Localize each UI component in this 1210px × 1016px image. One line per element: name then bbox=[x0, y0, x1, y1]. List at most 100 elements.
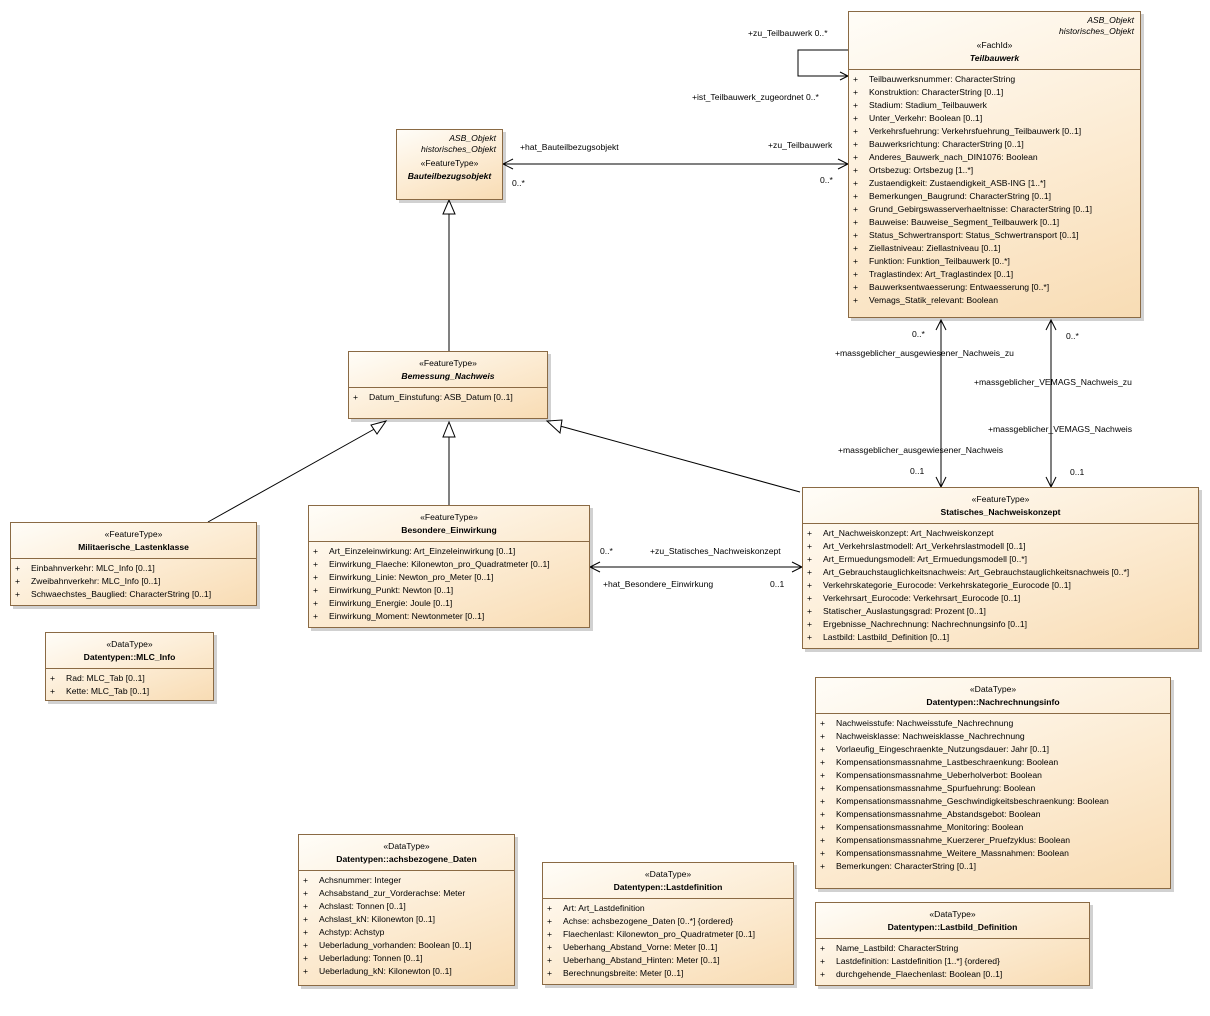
attribute-row[interactable]: +Name_Lastbild: CharacterString bbox=[820, 942, 1085, 955]
attribute-row[interactable]: +Lastdefinition: Lastdefinition [1..*] {… bbox=[820, 955, 1085, 968]
attribute-row[interactable]: +Kompensationsmassnahme_Monitoring: Bool… bbox=[820, 821, 1166, 834]
attribute-row[interactable]: +Verkehrsfuehrung: Verkehrsfuehrung_Teil… bbox=[853, 125, 1136, 138]
class-bauteilbezugsobjekt[interactable]: ASB_Objekt historisches_Objekt «FeatureT… bbox=[396, 129, 503, 200]
attribute-row[interactable]: +Ueberladung: Tonnen [0..1] bbox=[303, 952, 510, 965]
attribute-row[interactable]: +Achstyp: Achstyp bbox=[303, 926, 510, 939]
attribute-row[interactable]: +Ziellastniveau: Ziellastniveau [0..1] bbox=[853, 242, 1136, 255]
attribute-row[interactable]: +Einwirkung_Punkt: Newton [0..1] bbox=[313, 584, 585, 597]
class-teilbauwerk[interactable]: ASB_Objekt historisches_Objekt «FachId» … bbox=[848, 11, 1141, 318]
attribute-row[interactable]: +Art: Art_Lastdefinition bbox=[547, 902, 789, 915]
attribute-row[interactable]: +Grund_Gebirgswasserverhaeltnisse: Chara… bbox=[853, 203, 1136, 216]
attribute-row[interactable]: +Bauwerksrichtung: CharacterString [0..1… bbox=[853, 138, 1136, 151]
attribute-row[interactable]: +Bauweise: Bauweise_Segment_Teilbauwerk … bbox=[853, 216, 1136, 229]
attribute-text: Lastdefinition: Lastdefinition [1..*] {o… bbox=[836, 956, 1000, 966]
attribute-row[interactable]: +Kompensationsmassnahme_Spurfuehrung: Bo… bbox=[820, 782, 1166, 795]
attribute-row[interactable]: +Funktion: Funktion_Teilbauwerk [0..*] bbox=[853, 255, 1136, 268]
attribute-row[interactable]: +Verkehrsart_Eurocode: Verkehrsart_Euroc… bbox=[807, 592, 1194, 605]
attribute-text: Ortsbezug: Ortsbezug [1..*] bbox=[869, 165, 974, 175]
self-association-teilbauwerk[interactable] bbox=[797, 49, 848, 77]
attribute-row[interactable]: +Kompensationsmassnahme_Weitere_Massnahm… bbox=[820, 847, 1166, 860]
visibility-marker: + bbox=[547, 903, 553, 913]
attribute-row[interactable]: +Ueberladung_vorhanden: Boolean [0..1] bbox=[303, 939, 510, 952]
attribute-row[interactable]: +Berechnungsbreite: Meter [0..1] bbox=[547, 967, 789, 980]
attribute-row[interactable]: +Kompensationsmassnahme_Kuerzerer_Pruefz… bbox=[820, 834, 1166, 847]
attribute-row[interactable]: +Bauwerksentwaesserung: Entwaesserung [0… bbox=[853, 281, 1136, 294]
attribute-row[interactable]: +Einwirkung_Moment: Newtonmeter [0..1] bbox=[313, 610, 585, 623]
attribute-row[interactable]: +Ortsbezug: Ortsbezug [1..*] bbox=[853, 164, 1136, 177]
attribute-row[interactable]: +Ueberhang_Abstand_Hinten: Meter [0..1] bbox=[547, 954, 789, 967]
attribute-row[interactable]: +Konstruktion: CharacterString [0..1] bbox=[853, 86, 1136, 99]
attribute-row[interactable]: +Bemerkungen_Baugrund: CharacterString [… bbox=[853, 190, 1136, 203]
attribute-row[interactable]: +Kette: MLC_Tab [0..1] bbox=[50, 685, 209, 698]
datatype-nachrechnungsinfo[interactable]: «DataType» Datentypen::Nachrechnungsinfo… bbox=[815, 677, 1171, 889]
class-besondere-einwirkung[interactable]: «FeatureType» Besondere_Einwirkung +Art_… bbox=[308, 505, 590, 628]
class-name: Bemessung_Nachweis bbox=[401, 371, 495, 381]
attribute-row[interactable]: +Kompensationsmassnahme_Geschwindigkeits… bbox=[820, 795, 1166, 808]
attribute-row[interactable]: +Unter_Verkehr: Boolean [0..1] bbox=[853, 112, 1136, 125]
attribute-row[interactable]: +Datum_Einstufung: ASB_Datum [0..1] bbox=[353, 391, 543, 404]
attribute-row[interactable]: +Nachweisklasse: Nachweisklasse_Nachrech… bbox=[820, 730, 1166, 743]
attribute-row[interactable]: +Art_Ermuedungsmodell: Art_Ermuedungsmod… bbox=[807, 553, 1194, 566]
attribute-text: Ergebnisse_Nachrechnung: Nachrechnungsin… bbox=[823, 619, 1027, 629]
class-statisches-nachweiskonzept[interactable]: «FeatureType» Statisches_Nachweiskonzept… bbox=[802, 487, 1199, 649]
attribute-row[interactable]: +Vemags_Statik_relevant: Boolean bbox=[853, 294, 1136, 307]
attribute-row[interactable]: +Traglastindex: Art_Traglastindex [0..1] bbox=[853, 268, 1136, 281]
attribute-text: Ueberhang_Abstand_Vorne: Meter [0..1] bbox=[563, 942, 718, 952]
datatype-lastbild-definition[interactable]: «DataType» Datentypen::Lastbild_Definiti… bbox=[815, 902, 1090, 986]
attribute-row[interactable]: +Achslast_kN: Kilonewton [0..1] bbox=[303, 913, 510, 926]
attribute-row[interactable]: +Einwirkung_Energie: Joule [0..1] bbox=[313, 597, 585, 610]
attribute-row[interactable]: +Flaechenlast: Kilonewton_pro_Quadratmet… bbox=[547, 928, 789, 941]
attribute-row[interactable]: +Art_Gebrauchstauglichkeitsnachweis: Art… bbox=[807, 566, 1194, 579]
attribute-row[interactable]: +Einwirkung_Flaeche: Kilonewton_pro_Quad… bbox=[313, 558, 585, 571]
attribute-row[interactable]: +Bemerkungen: CharacterString [0..1] bbox=[820, 860, 1166, 873]
attribute-row[interactable]: +Zweibahnverkehr: MLC_Info [0..1] bbox=[15, 575, 252, 588]
attribute-text: Bauweise: Bauweise_Segment_Teilbauwerk [… bbox=[869, 217, 1060, 227]
attribute-row[interactable]: +Vorlaeufig_Eingeschraenkte_Nutzungsdaue… bbox=[820, 743, 1166, 756]
attribute-row[interactable]: +Art_Nachweiskonzept: Art_Nachweiskonzep… bbox=[807, 527, 1194, 540]
attribute-row[interactable]: +Teilbauwerksnummer: CharacterString bbox=[853, 73, 1136, 86]
attribute-row[interactable]: +Verkehrskategorie_Eurocode: Verkehrskat… bbox=[807, 579, 1194, 592]
class-bemessung-nachweis[interactable]: «FeatureType» Bemessung_Nachweis +Datum_… bbox=[348, 351, 548, 419]
attribute-row[interactable]: +Art_Einzeleinwirkung: Art_Einzeleinwirk… bbox=[313, 545, 585, 558]
attribute-row[interactable]: +Zustaendigkeit: Zustaendigkeit_ASB-ING … bbox=[853, 177, 1136, 190]
attribute-text: Flaechenlast: Kilonewton_pro_Quadratmete… bbox=[563, 929, 756, 939]
attribute-row[interactable]: +Kompensationsmassnahme_Lastbeschraenkun… bbox=[820, 756, 1166, 769]
visibility-marker: + bbox=[50, 686, 56, 696]
attribute-row[interactable]: +Schwaechstes_Bauglied: CharacterString … bbox=[15, 588, 252, 601]
stereotype: «FeatureType» bbox=[971, 494, 1030, 504]
attribute-text: durchgehende_Flaechenlast: Boolean [0..1… bbox=[836, 969, 1003, 979]
attribute-row[interactable]: +Achslast: Tonnen [0..1] bbox=[303, 900, 510, 913]
tagged-value: historisches_Objekt bbox=[421, 144, 496, 154]
attribute-row[interactable]: +Kompensationsmassnahme_Ueberholverbot: … bbox=[820, 769, 1166, 782]
attribute-row[interactable]: +Anderes_Bauwerk_nach_DIN1076: Boolean bbox=[853, 151, 1136, 164]
attribute-row[interactable]: +Einbahnverkehr: MLC_Info [0..1] bbox=[15, 562, 252, 575]
attribute-row[interactable]: +Achse: achsbezogene_Daten [0..*] {order… bbox=[547, 915, 789, 928]
attribute-row[interactable]: +Lastbild: Lastbild_Definition [0..1] bbox=[807, 631, 1194, 644]
datatype-mlc-info[interactable]: «DataType» Datentypen::MLC_Info +Rad: ML… bbox=[45, 632, 214, 701]
generalization-militaerische[interactable] bbox=[207, 426, 379, 523]
attribute-row[interactable]: +Nachweisstufe: Nachweisstufe_Nachrechnu… bbox=[820, 717, 1166, 730]
attribute-row[interactable]: +Ueberhang_Abstand_Vorne: Meter [0..1] bbox=[547, 941, 789, 954]
class-militaerische-lastenklasse[interactable]: «FeatureType» Militaerische_Lastenklasse… bbox=[10, 522, 257, 606]
attribute-row[interactable]: +Einwirkung_Linie: Newton_pro_Meter [0..… bbox=[313, 571, 585, 584]
attribute-text: Verkehrsart_Eurocode: Verkehrsart_Euroco… bbox=[823, 593, 1021, 603]
attribute-row[interactable]: +Art_Verkehrslastmodell: Art_Verkehrslas… bbox=[807, 540, 1194, 553]
attribute-row[interactable]: +Stadium: Stadium_Teilbauwerk bbox=[853, 99, 1136, 112]
attribute-text: Art_Nachweiskonzept: Art_Nachweiskonzept bbox=[823, 528, 994, 538]
attribute-text: Funktion: Funktion_Teilbauwerk [0..*] bbox=[869, 256, 1010, 266]
visibility-marker: + bbox=[807, 541, 813, 551]
generalization-statisches[interactable] bbox=[559, 425, 801, 493]
attribute-row[interactable]: +Statischer_Auslastungsgrad: Prozent [0.… bbox=[807, 605, 1194, 618]
visibility-marker: + bbox=[807, 632, 813, 642]
attribute-text: Einbahnverkehr: MLC_Info [0..1] bbox=[31, 563, 155, 573]
attribute-row[interactable]: +Achsabstand_zur_Vorderachse: Meter bbox=[303, 887, 510, 900]
attribute-row[interactable]: +Achsnummer: Integer bbox=[303, 874, 510, 887]
attribute-row[interactable]: +Ergebnisse_Nachrechnung: Nachrechnungsi… bbox=[807, 618, 1194, 631]
datatype-lastdefinition[interactable]: «DataType» Datentypen::Lastdefinition +A… bbox=[542, 862, 794, 985]
attribute-row[interactable]: +durchgehende_Flaechenlast: Boolean [0..… bbox=[820, 968, 1085, 981]
attribute-row[interactable]: +Kompensationsmassnahme_Abstandsgebot: B… bbox=[820, 808, 1166, 821]
attribute-row[interactable]: +Ueberladung_kN: Kilonewton [0..1] bbox=[303, 965, 510, 978]
attribute-row[interactable]: +Rad: MLC_Tab [0..1] bbox=[50, 672, 209, 685]
datatype-achsbezogene-daten[interactable]: «DataType» Datentypen::achsbezogene_Date… bbox=[298, 834, 515, 986]
attribute-row[interactable]: +Status_Schwertransport: Status_Schwertr… bbox=[853, 229, 1136, 242]
